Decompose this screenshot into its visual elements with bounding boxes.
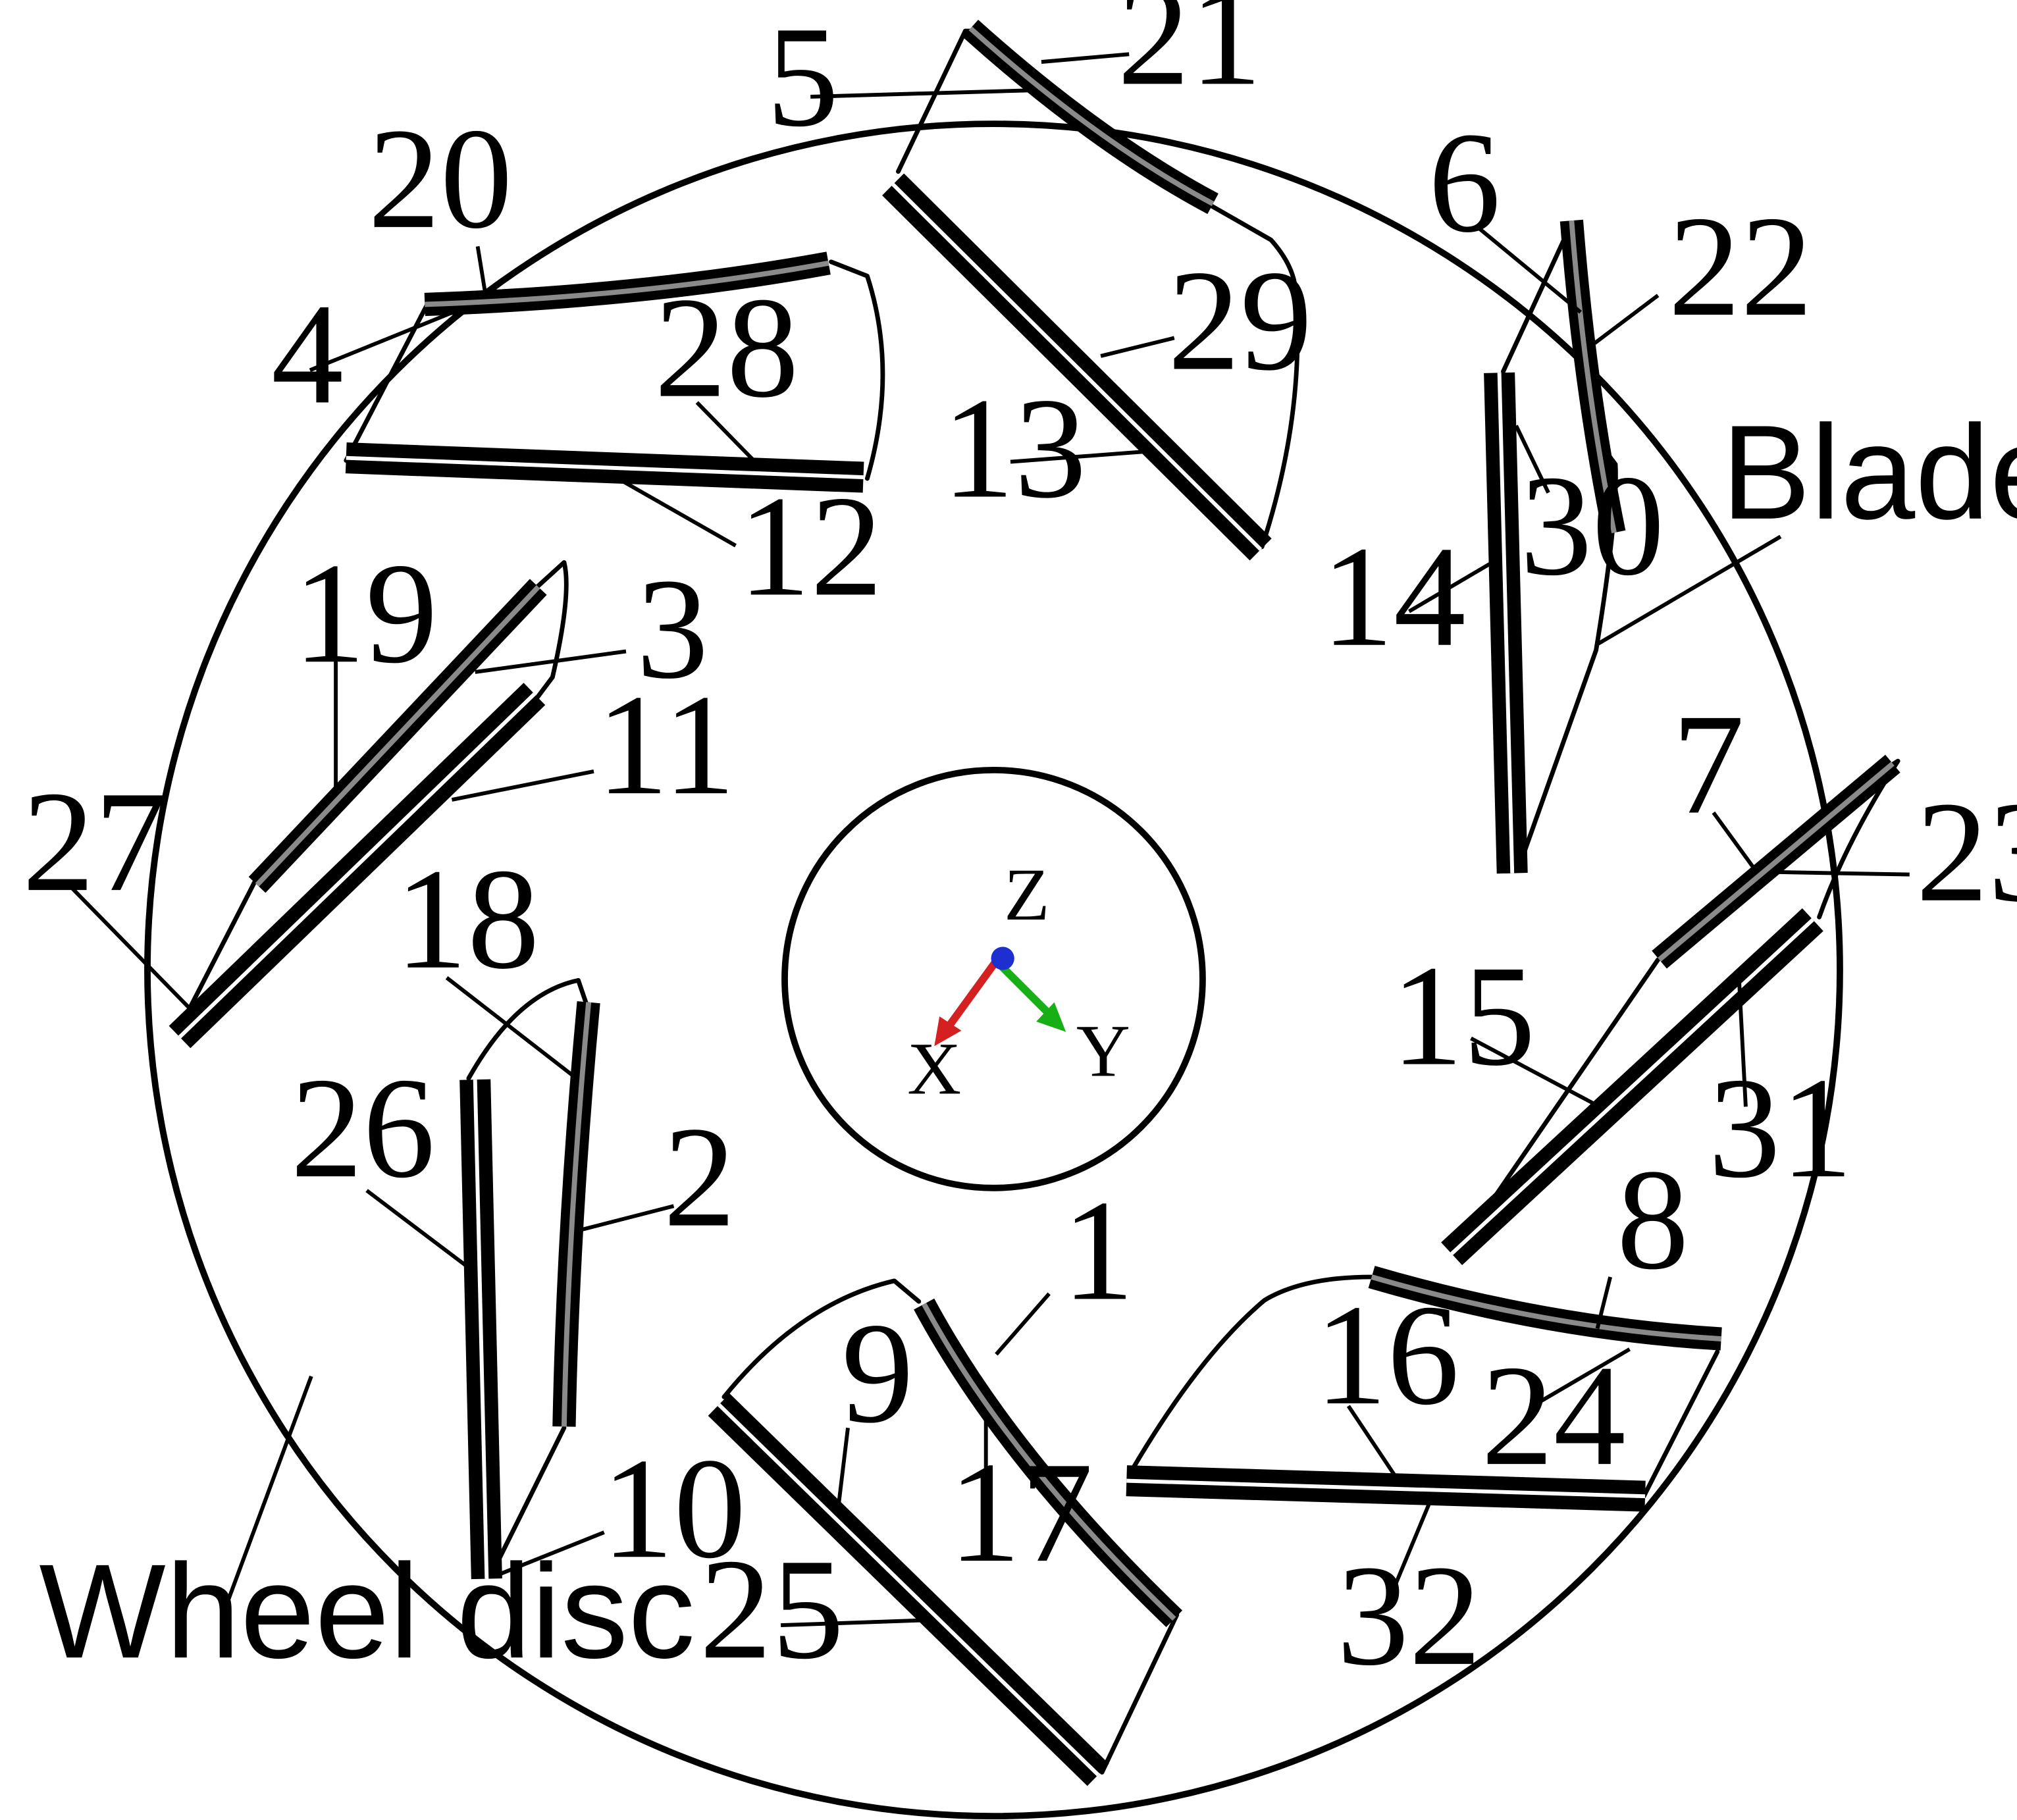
- label-15: 15: [1391, 936, 1535, 1096]
- label-24: 24: [1481, 1336, 1625, 1495]
- label-32: 32: [1337, 1536, 1481, 1696]
- label-14: 14: [1321, 517, 1465, 677]
- x-axis-arrowhead: [934, 1016, 962, 1047]
- y-axis-label: Y: [1076, 1009, 1130, 1092]
- blade-outline-upper-right: [1501, 221, 1618, 867]
- label-10: 10: [602, 1428, 746, 1588]
- x-axis-arrow: [945, 958, 1000, 1029]
- label-17: 17: [949, 1432, 1093, 1592]
- blade-outline-bottom: [721, 1278, 1180, 1775]
- label-31: 31: [1708, 1048, 1852, 1208]
- label-7: 7: [1672, 685, 1744, 845]
- wheel-disc-annotation: Wheel disc: [39, 1537, 695, 1686]
- label-11: 11: [596, 665, 735, 825]
- label-5: 5: [767, 0, 839, 157]
- label-20: 20: [368, 99, 512, 259]
- label-25: 25: [700, 1529, 844, 1689]
- label-21: 21: [1118, 0, 1262, 115]
- number-labels: 1 2 3 4 5 6 7 8 9 10 11 12 13 14 15 16 1…: [22, 0, 2017, 1696]
- label-12: 12: [738, 466, 882, 626]
- label-23: 23: [1916, 772, 2017, 932]
- x-axis-label: X: [907, 1027, 961, 1110]
- coordinate-axes: Z X Y: [907, 853, 1130, 1110]
- label-16: 16: [1315, 1275, 1459, 1435]
- label-3: 3: [637, 549, 709, 709]
- z-axis-marker: [991, 947, 1014, 970]
- wheel-disc-outline: [144, 120, 1843, 1820]
- leader-lines: [70, 52, 1910, 1628]
- y-axis-arrowhead: [1036, 1002, 1066, 1032]
- label-2: 2: [664, 1097, 736, 1257]
- blade-outline-left: [182, 559, 569, 1020]
- label-9: 9: [841, 1293, 914, 1453]
- label-29: 29: [1168, 240, 1312, 400]
- label-26: 26: [290, 1048, 434, 1208]
- y-axis-arrow: [993, 958, 1052, 1017]
- blade-edges: [169, 19, 1900, 1786]
- blade-outlines: [182, 28, 1900, 1775]
- label-27: 27: [22, 762, 167, 922]
- label-19: 19: [293, 533, 437, 693]
- blade-outline-lower-right: [1129, 1274, 1720, 1499]
- blade-outline-lower-left: [466, 977, 596, 1579]
- label-28: 28: [654, 268, 799, 428]
- label-1: 1: [1062, 1170, 1134, 1330]
- blade-outline-top: [896, 28, 1300, 550]
- label-22: 22: [1668, 186, 1812, 346]
- hub-circle: [781, 766, 1206, 1191]
- label-18: 18: [395, 839, 539, 999]
- label-8: 8: [1617, 1139, 1689, 1299]
- label-6: 6: [1428, 103, 1501, 263]
- blade-annotation: Blade: [1721, 398, 2017, 548]
- z-axis-label: Z: [1004, 853, 1049, 936]
- label-4: 4: [271, 274, 344, 434]
- label-30: 30: [1520, 446, 1664, 606]
- label-13: 13: [942, 368, 1086, 528]
